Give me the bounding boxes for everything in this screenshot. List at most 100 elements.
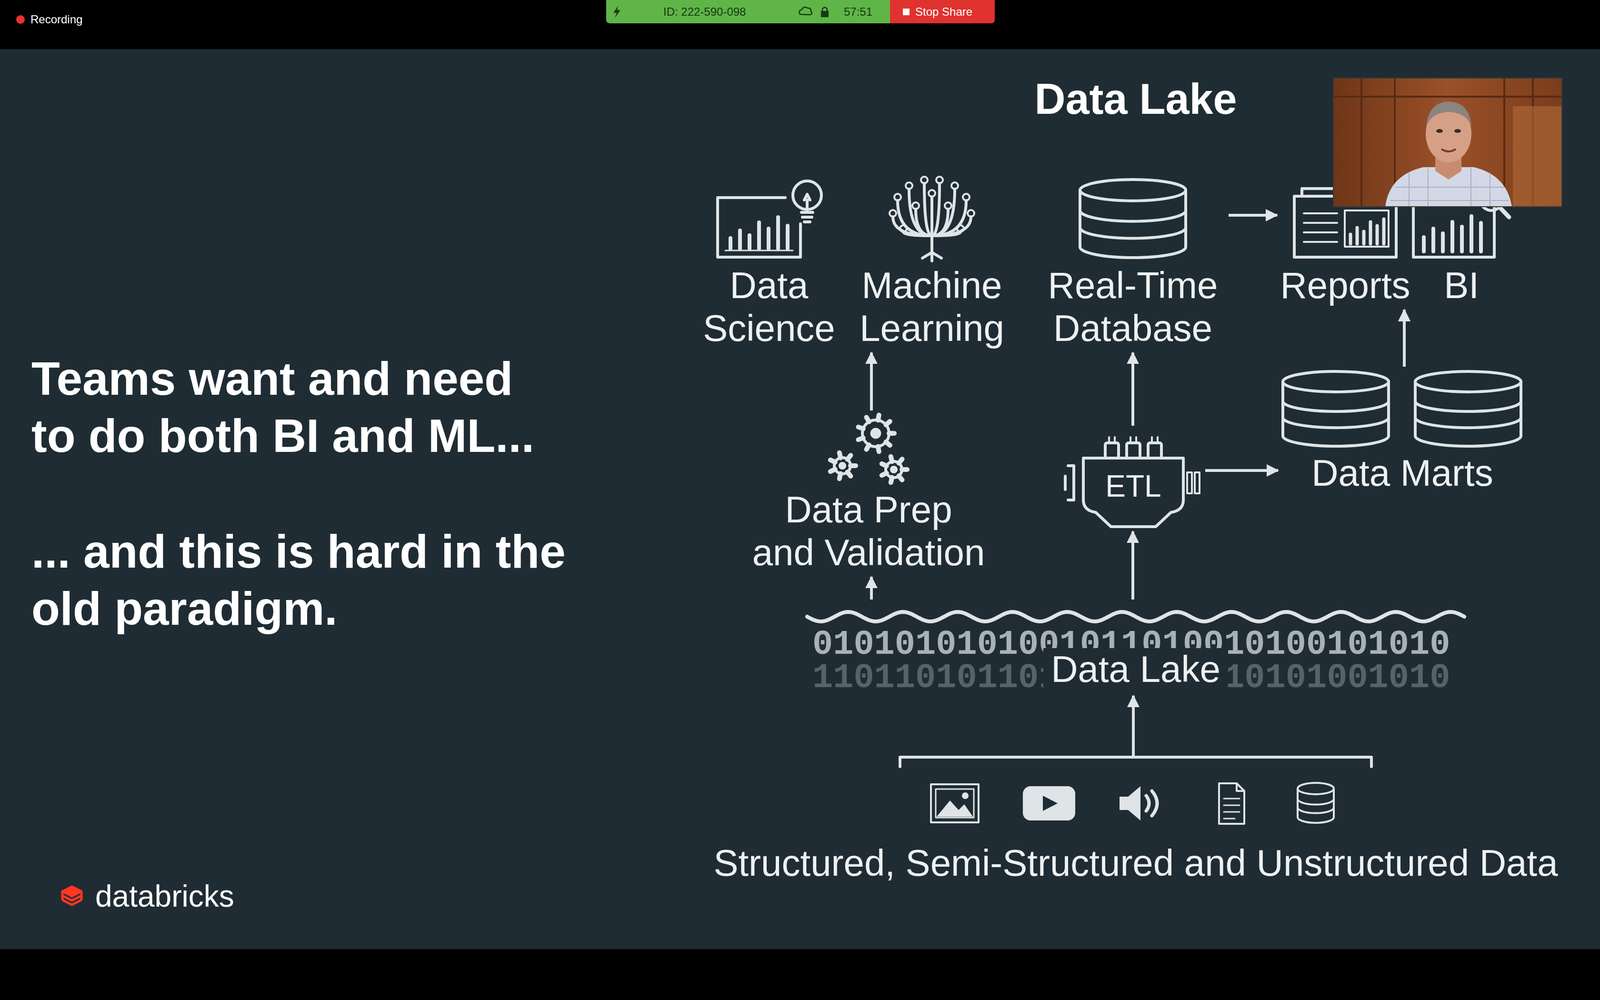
sources-icon — [936, 800, 973, 817]
stop-icon — [902, 8, 910, 16]
bi-icon — [1450, 221, 1455, 252]
etl-node: ETL — [1064, 428, 1203, 529]
ds-icon — [717, 197, 801, 258]
bi-icon — [1460, 226, 1464, 252]
recording-label: Recording — [30, 12, 83, 27]
marts-icon — [1282, 381, 1389, 447]
db-icon — [1078, 177, 1188, 260]
data-prep-node: Data Prep and Validation — [750, 413, 988, 574]
brain-icon — [889, 210, 897, 217]
node-label: Machine Learning — [850, 264, 1013, 350]
brain-icon — [928, 190, 936, 197]
sources-icon — [1119, 786, 1141, 821]
slide-heading: Teams want and need to do both BI and ML… — [31, 350, 570, 465]
sources-icon — [900, 757, 1372, 767]
brain-icon — [915, 209, 932, 236]
person-eye — [1436, 129, 1443, 133]
ds-icon — [766, 228, 771, 249]
machine-learning-node: Machine Learning — [850, 176, 1013, 350]
gears-icon — [830, 415, 908, 483]
sources-icon — [961, 792, 969, 800]
brain-icon — [889, 176, 975, 261]
brain-icon — [894, 193, 901, 201]
node-label: ETL — [1105, 469, 1161, 505]
marts-icon — [1282, 371, 1389, 392]
gears-icon — [881, 456, 908, 483]
webcam-video — [1390, 200, 1510, 201]
recording-dot — [16, 15, 25, 24]
ds-icon — [725, 250, 793, 252]
brain-icon — [931, 189, 955, 236]
logo-wordmark: databricks — [95, 878, 235, 914]
brain-icon — [912, 202, 920, 210]
sources-icon — [897, 754, 1374, 834]
flow-arrow — [1131, 352, 1135, 426]
etl-icon — [1109, 437, 1115, 443]
marts-icon — [1415, 381, 1521, 447]
wood-panel — [1332, 77, 1563, 208]
sources-icon — [900, 757, 1372, 824]
brain-icon — [936, 176, 943, 184]
webcam-video — [1332, 77, 1563, 208]
brain-icon — [931, 209, 949, 236]
diagram-title: Data Lake — [1034, 74, 1237, 124]
webcam-video — [1489, 172, 1491, 208]
lock-icon — [822, 7, 828, 12]
node-label: Data Lake — [1043, 648, 1229, 691]
brain-icon — [905, 182, 913, 190]
etl-icon — [1065, 465, 1074, 500]
flow-arrow — [1131, 695, 1135, 758]
meeting-id-bar — [606, 0, 890, 24]
node-label: Data Marts — [1311, 451, 1493, 495]
data-science-node: Data Science — [692, 176, 846, 350]
sources-icon — [1042, 795, 1058, 811]
db-icon — [1080, 227, 1186, 239]
person-mouth — [1441, 149, 1456, 152]
ds-icon — [713, 176, 825, 260]
stop-share-button — [890, 0, 995, 24]
db-icon — [1080, 179, 1186, 201]
sources-icon — [1297, 807, 1334, 814]
report-icon — [1375, 225, 1380, 244]
sources-icon — [935, 789, 974, 818]
databricks-logo — [62, 886, 82, 905]
flow-arrow — [1402, 310, 1406, 367]
ds-icon — [757, 222, 761, 249]
bi-icon — [1479, 222, 1483, 252]
etl-icon — [1130, 437, 1137, 443]
webcam-video — [1332, 95, 1563, 98]
label-slot: Stop Share — [915, 4, 973, 20]
person-eye — [1454, 129, 1461, 133]
marts-icon — [1415, 417, 1521, 428]
flow-arrow — [1131, 531, 1135, 600]
marts-icon — [1282, 371, 1521, 447]
report-icon — [1362, 231, 1366, 244]
sources-icon — [1297, 799, 1334, 805]
brain-icon — [951, 182, 959, 190]
report-icon — [1349, 234, 1353, 244]
marts-icon — [1280, 369, 1524, 449]
video-frame — [1333, 78, 1562, 207]
wood-wall — [1332, 77, 1563, 208]
bi-icon — [1421, 237, 1426, 252]
brain-icon — [900, 225, 907, 232]
node-label: Reports — [1280, 264, 1410, 308]
gears-icon — [891, 467, 897, 472]
slide-panel — [0, 49, 1600, 950]
database-node: Real-Time Database — [1040, 177, 1226, 350]
lock-icon — [820, 10, 829, 18]
etl-icon — [1065, 437, 1200, 527]
sources-icon — [1219, 783, 1245, 824]
sources-icon — [1297, 788, 1334, 823]
etl-icon — [1148, 442, 1162, 459]
report-icon — [1382, 219, 1386, 244]
db-icon — [1080, 210, 1186, 221]
data-sources-node: Structured, Semi-Structured and Unstruct… — [713, 754, 1559, 885]
report-icon — [1355, 227, 1360, 244]
gears-icon — [840, 463, 845, 469]
label-slot: databricks — [95, 878, 235, 914]
brain-icon — [967, 210, 975, 217]
marts-icon — [1282, 401, 1389, 412]
brain-icon — [884, 176, 980, 262]
